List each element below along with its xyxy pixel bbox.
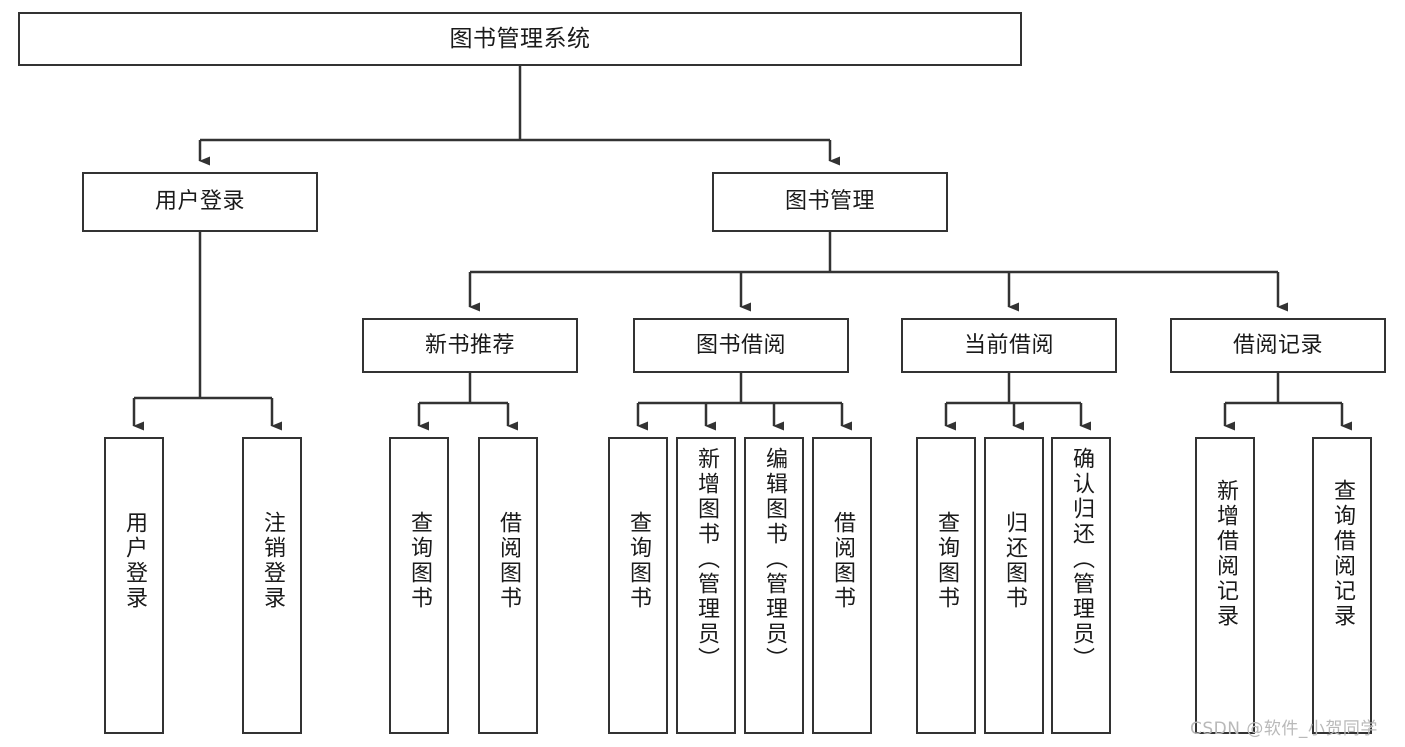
node-l_nb_borrow[interactable]: 借阅图书 [478,437,538,734]
node-label-l_login: 用户登录 [122,511,147,611]
node-label-login: 用户登录 [154,189,245,215]
node-l_logout[interactable]: 注销登录 [242,437,302,734]
node-label-l_bk_add: 新增图书（管理员） [694,447,719,672]
node-label-records: 借阅记录 [1232,332,1323,358]
node-label-l_rc_query: 查询借阅记录 [1330,479,1355,629]
node-l_cu_return[interactable]: 归还图书 [984,437,1044,734]
node-label-l_logout: 注销登录 [260,511,285,611]
node-newbook[interactable]: 新书推荐 [362,318,578,373]
node-label-root: 图书管理系统 [449,25,591,52]
node-l_cu_query[interactable]: 查询图书 [916,437,976,734]
node-label-bookmgmt: 图书管理 [784,189,875,215]
node-label-l_nb_query: 查询图书 [407,511,432,611]
node-l_bk_borrow[interactable]: 借阅图书 [812,437,872,734]
node-label-l_bk_edit: 编辑图书（管理员） [762,447,787,672]
node-l_cu_conf[interactable]: 确认归还（管理员） [1051,437,1111,734]
node-l_rc_query[interactable]: 查询借阅记录 [1312,437,1372,734]
node-label-newbook: 新书推荐 [424,332,515,358]
node-l_login[interactable]: 用户登录 [104,437,164,734]
node-l_bk_query[interactable]: 查询图书 [608,437,668,734]
node-current[interactable]: 当前借阅 [901,318,1117,373]
node-login[interactable]: 用户登录 [82,172,318,232]
node-l_bk_add[interactable]: 新增图书（管理员） [676,437,736,734]
node-label-l_nb_borrow: 借阅图书 [496,511,521,611]
node-label-l_cu_query: 查询图书 [934,511,959,611]
watermark-text: CSDN @软件_小贺同学 [1190,719,1378,739]
node-l_bk_edit[interactable]: 编辑图书（管理员） [744,437,804,734]
node-bookmgmt[interactable]: 图书管理 [712,172,948,232]
node-label-l_cu_return: 归还图书 [1002,511,1027,611]
node-records[interactable]: 借阅记录 [1170,318,1386,373]
node-l_rc_add[interactable]: 新增借阅记录 [1195,437,1255,734]
node-l_nb_query[interactable]: 查询图书 [389,437,449,734]
node-root[interactable]: 图书管理系统 [18,12,1022,66]
node-label-l_cu_conf: 确认归还（管理员） [1069,447,1094,672]
node-label-l_rc_add: 新增借阅记录 [1213,479,1238,629]
node-label-l_bk_query: 查询图书 [626,511,651,611]
node-label-current: 当前借阅 [963,332,1054,358]
node-label-borrow: 图书借阅 [695,332,786,358]
node-borrow[interactable]: 图书借阅 [633,318,849,373]
node-label-l_bk_borrow: 借阅图书 [830,511,855,611]
